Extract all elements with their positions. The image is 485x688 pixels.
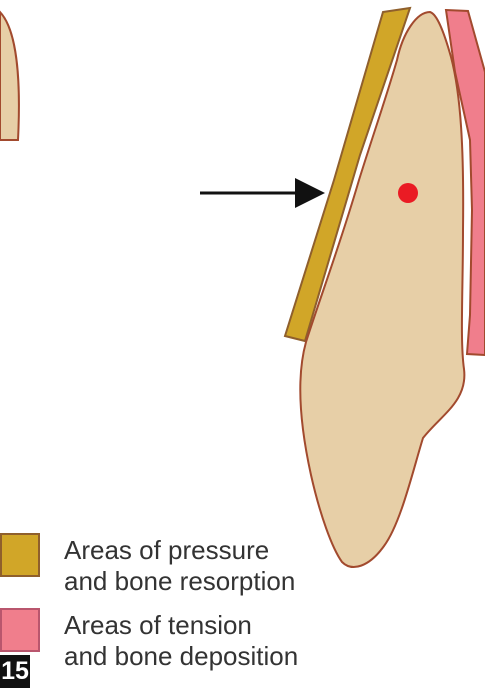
tension-legend-swatch xyxy=(0,608,40,652)
adjacent-tooth-fragment xyxy=(0,12,19,140)
tension-legend-line-2: and bone deposition xyxy=(64,641,298,672)
pressure-legend-swatch xyxy=(0,533,40,577)
tooth-root xyxy=(300,12,464,567)
pressure-legend-line-2: and bone resorption xyxy=(64,566,295,597)
tension-legend-line-1: Areas of tension xyxy=(64,610,298,641)
figure-number: 15 xyxy=(0,655,30,688)
center-of-resistance xyxy=(398,183,418,203)
tension-legend-text: Areas of tension and bone deposition xyxy=(64,610,298,672)
pressure-legend-line-1: Areas of pressure xyxy=(64,535,295,566)
pressure-legend-text: Areas of pressure and bone resorption xyxy=(64,535,295,597)
